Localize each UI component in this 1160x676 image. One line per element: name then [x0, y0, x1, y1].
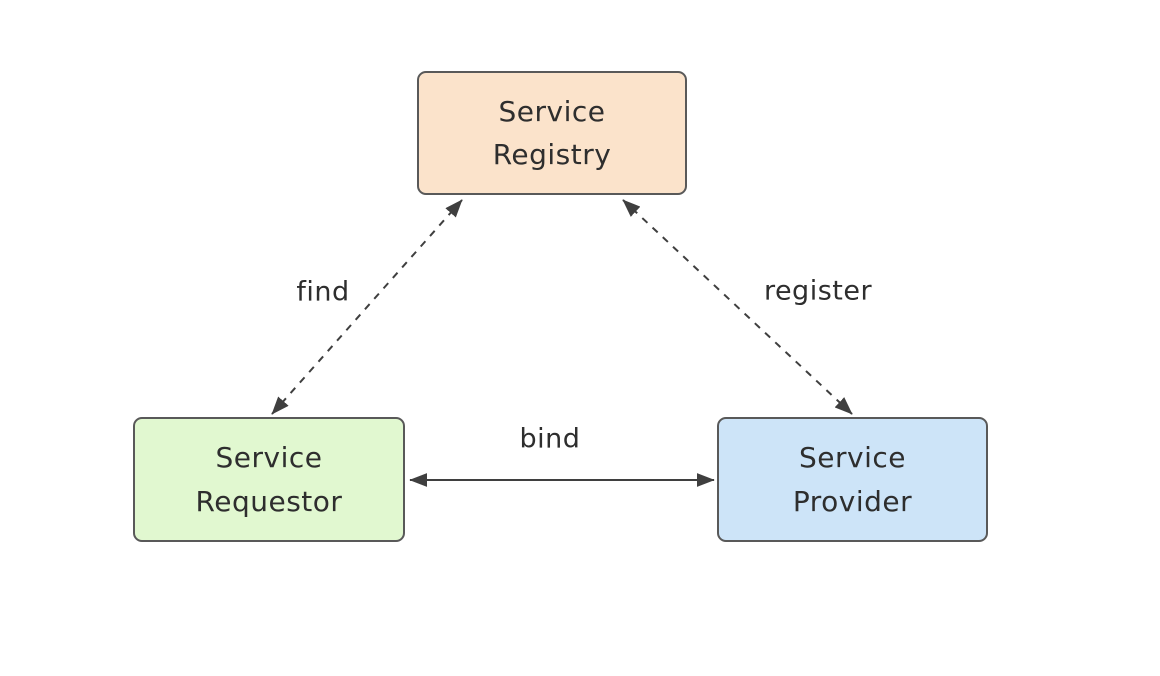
edge-label-register: register — [759, 275, 877, 307]
node-service-provider: Service Provider — [717, 417, 988, 542]
node-service-requestor: Service Requestor — [133, 417, 405, 542]
edge-register-line — [622, 199, 853, 415]
edge-find-line — [271, 199, 463, 415]
node-service-registry: Service Registry — [417, 71, 687, 195]
edge-label-bind: bind — [515, 423, 585, 455]
edge-label-find: find — [292, 276, 354, 308]
